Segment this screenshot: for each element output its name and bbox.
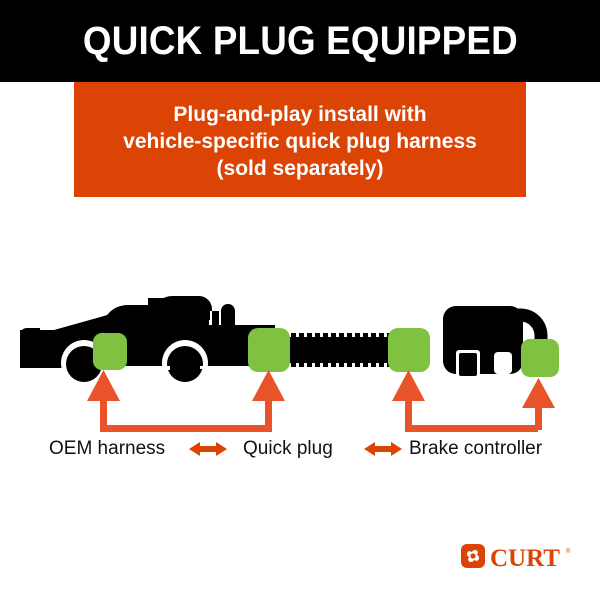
subtitle-line-2: vehicle-specific quick plug harness (123, 130, 477, 153)
header-banner: QUICK PLUG EQUIPPED (0, 0, 600, 82)
quick-plug-left-connector-icon (248, 328, 290, 372)
subtitle-line-3: (sold separately) (216, 157, 384, 180)
label-oem-harness: OEM harness (49, 438, 166, 459)
subtitle-box: Plug-and-play install with vehicle-speci… (74, 82, 526, 197)
bracket-right-icon (392, 370, 555, 432)
curt-emblem-icon (461, 544, 485, 568)
double-arrow-icon-2 (364, 442, 402, 456)
diagram-labels: OEM harness Quick plug Brake controller (0, 434, 600, 464)
curt-wordmark: CURT (490, 545, 560, 570)
label-brake-controller: Brake controller (409, 438, 543, 459)
label-quick-plug: Quick plug (243, 438, 333, 459)
quick-plug-right-connector-icon (388, 328, 430, 372)
trademark-symbol: ® (566, 548, 571, 555)
page-title: QUICK PLUG EQUIPPED (82, 19, 518, 63)
subtitle-line-1: Plug-and-play install with (173, 103, 427, 126)
double-arrow-icon-1 (189, 442, 227, 456)
brake-controller-icon (443, 306, 559, 377)
truck-green-connector-icon (93, 333, 127, 370)
quick-plug-assembly-icon (248, 328, 430, 372)
pickup-truck-icon (20, 296, 277, 386)
brake-controller-green-connector-icon (521, 339, 559, 377)
bracket-left-icon (87, 370, 285, 432)
connection-diagram (0, 280, 600, 480)
curt-logo: CURT ® (461, 542, 571, 572)
